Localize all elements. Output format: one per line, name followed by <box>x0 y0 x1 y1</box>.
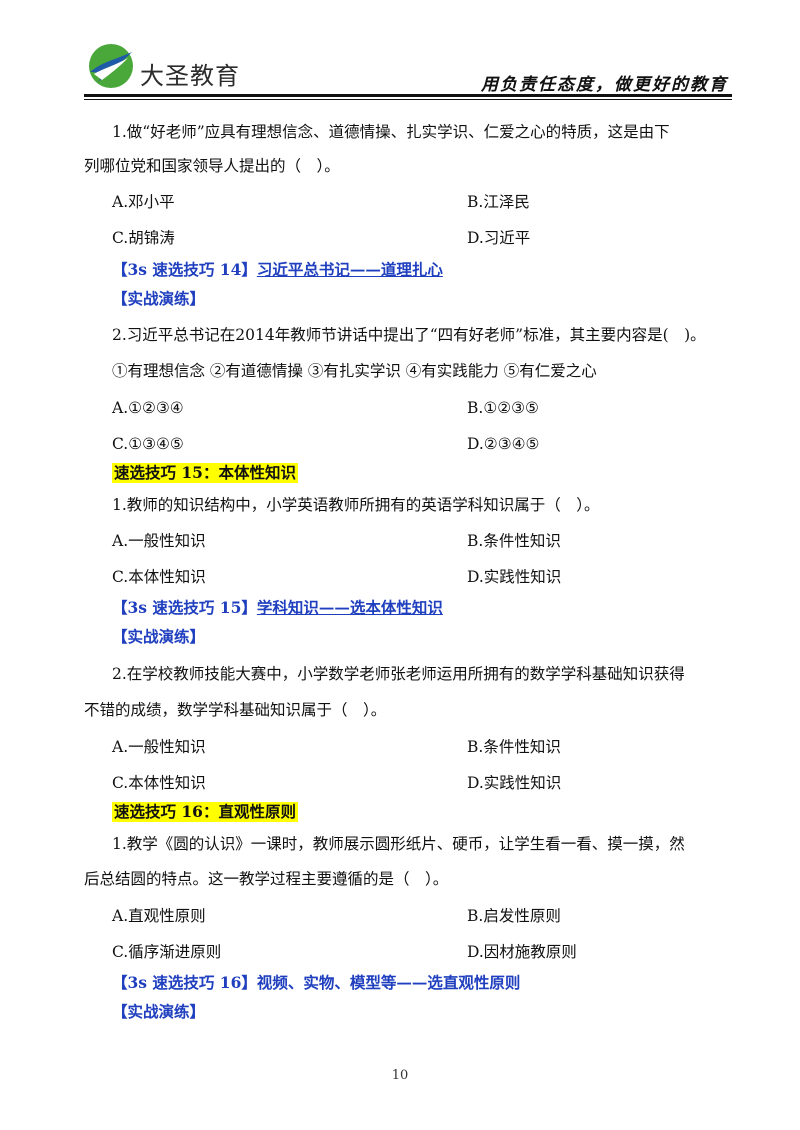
question-text: 1.教师的知识结构中，小学英语教师所拥有的英语学科知识属于（ ）。 <box>112 496 600 514</box>
option-c: C.胡锦涛 <box>112 229 175 247</box>
tip-line: 【3s 速选技巧 14】习近平总书记——道理扎心 <box>112 260 443 280</box>
option-b: B.江泽民 <box>467 193 530 211</box>
section-heading: 速选技巧 15：本体性知识 <box>112 463 298 483</box>
question-text: 不错的成绩，数学学科基础知识属于（ ）。 <box>84 701 387 719</box>
question-text: 1.做“好老师”应具有理想信念、道德情操、扎实学识、仁爱之心的特质，这是由下 <box>112 123 670 141</box>
logo-icon <box>89 44 133 88</box>
option-c: C.①③④⑤ <box>112 435 184 453</box>
header-rule-thick <box>84 94 732 97</box>
option-c: C.本体性知识 <box>112 568 206 586</box>
option-a: A.直观性原则 <box>112 907 206 925</box>
option-d: D.②③④⑤ <box>467 435 540 453</box>
header-rule-thin <box>84 99 732 100</box>
option-a: A.①②③④ <box>112 399 184 417</box>
option-a: A.一般性知识 <box>112 738 206 756</box>
question-text: 2.在学校教师技能大赛中，小学数学老师张老师运用所拥有的数学学科基础知识获得 <box>112 665 685 683</box>
option-a: A.邓小平 <box>112 193 175 211</box>
practice-heading: 【实战演练】 <box>112 289 206 308</box>
page-number: 10 <box>391 1068 409 1083</box>
option-c: C.本体性知识 <box>112 774 206 792</box>
tip-link[interactable]: 学科知识——选本体性知识 <box>256 598 443 617</box>
tip-line: 【3s 速选技巧 16】视频、实物、模型等——选直观性原则 <box>112 973 521 992</box>
question-text: 列哪位党和国家领导人提出的（ ）。 <box>84 157 340 175</box>
option-d: D.习近平 <box>467 229 531 247</box>
question-text: 2.习近平总书记在2014年教师节讲话中提出了“四有好老师”标准，其主要内容是(… <box>112 326 706 344</box>
question-text: 1.教学《圆的认识》一课时，教师展示圆形纸片、硬币，让学生看一看、摸一摸，然 <box>112 835 685 853</box>
practice-heading: 【实战演练】 <box>112 627 206 646</box>
option-b: B.启发性原则 <box>467 907 561 925</box>
brand-name: 大圣教育 <box>140 62 240 90</box>
tip-prefix: 【3s 速选技巧 14】 <box>112 260 257 279</box>
option-a: A.一般性知识 <box>112 532 206 550</box>
page-header: 大圣教育 用负责任态度，做更好的教育 <box>84 38 732 100</box>
option-b: B.条件性知识 <box>467 532 561 550</box>
statement-list: ①有理想信念 ②有道德情操 ③有扎实学识 ④有实践能力 ⑤有仁爱之心 <box>112 362 597 380</box>
tip-link[interactable]: 习近平总书记——道理扎心 <box>256 260 443 279</box>
header-slogan: 用负责任态度，做更好的教育 <box>481 75 728 95</box>
option-d: D.实践性知识 <box>467 774 562 792</box>
option-b: B.条件性知识 <box>467 738 561 756</box>
practice-heading: 【实战演练】 <box>112 1002 206 1021</box>
option-d: D.实践性知识 <box>467 568 562 586</box>
question-text: 后总结圆的特点。这一教学过程主要遵循的是（ ）。 <box>84 870 449 888</box>
option-b: B.①②③⑤ <box>467 399 539 417</box>
tip-prefix: 【3s 速选技巧 15】 <box>112 598 257 617</box>
section-heading: 速选技巧 16：直观性原则 <box>112 802 298 822</box>
option-c: C.循序渐进原则 <box>112 943 222 961</box>
option-d: D.因材施教原则 <box>467 943 577 961</box>
tip-line: 【3s 速选技巧 15】学科知识——选本体性知识 <box>112 598 443 618</box>
